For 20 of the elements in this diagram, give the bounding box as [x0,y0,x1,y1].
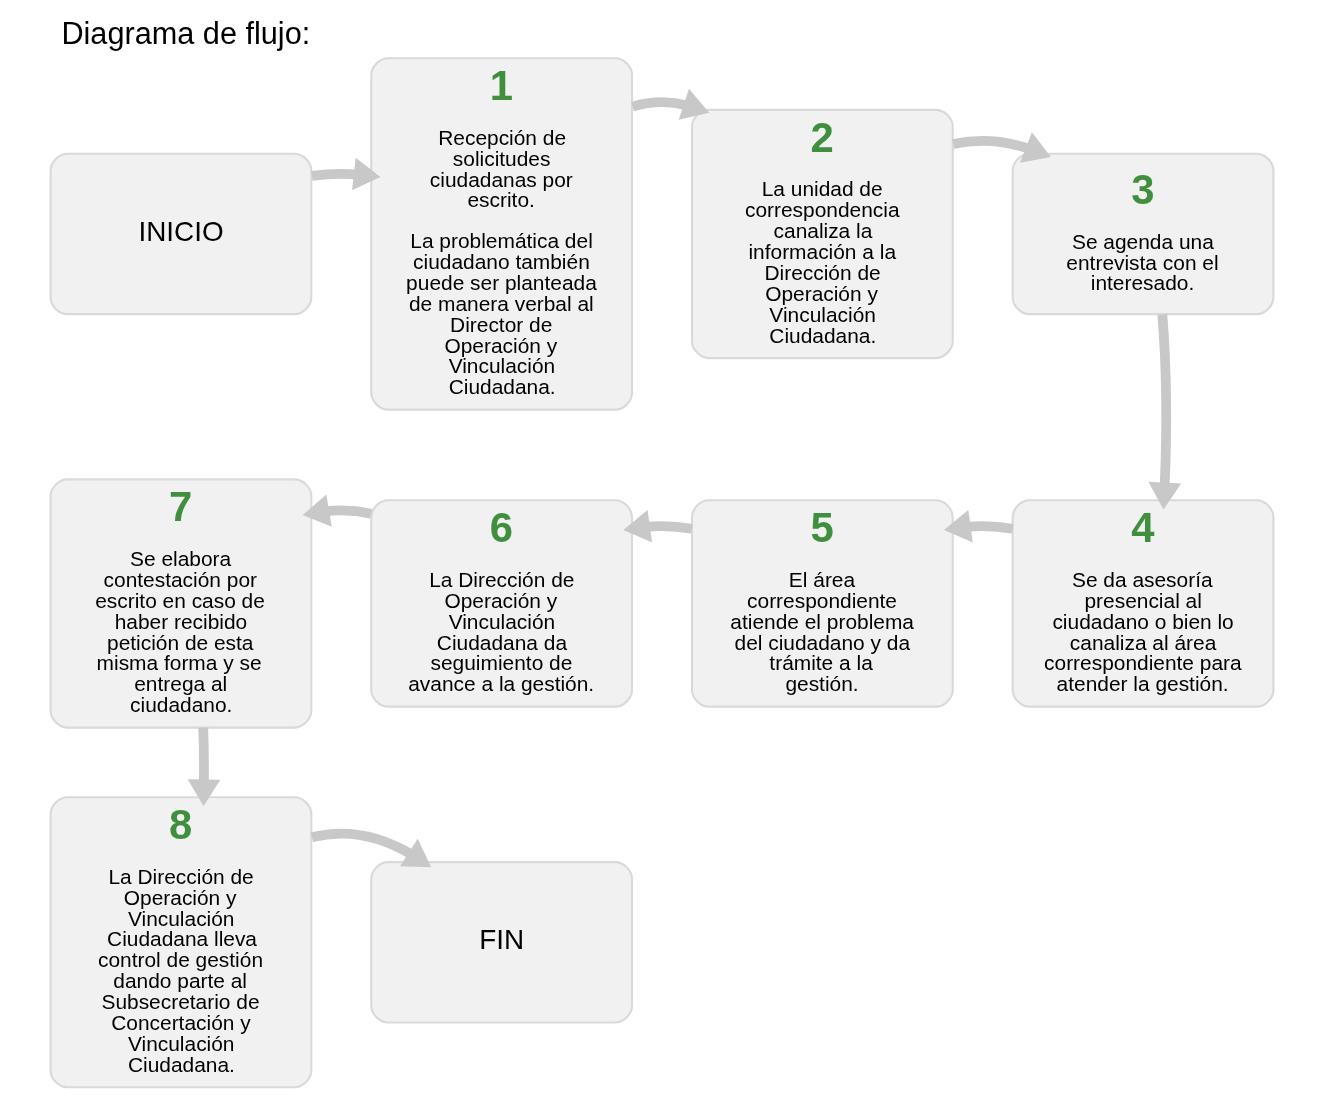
node-box: 5 El área correspondiente atiende el problema del ciudadano y da trámite a la gestión. [690,499,954,708]
node-box: 3 Se agenda una entrevista con el interesado. [1011,152,1274,316]
node-box: 1 Recepción de solicitudes ciudadanas por escrito. La problemática del ciudadano también puede ser planteada de manera verbal al Director de Operación y Vinculación Ciudadana. [369,57,633,411]
arrow [1147,314,1181,510]
node-box: 2 La unidad de correspondencia canaliza la información a la Dirección de Operación y Vinculación Ciudadana. [690,108,954,360]
diagram-title: Diagrama de flujo: [60,15,310,50]
arrow [951,132,1051,163]
arrow [310,828,431,868]
arrow [630,88,709,120]
arrow [622,510,693,543]
arrow [187,727,220,807]
arrow [310,157,380,191]
node-box: 6 La Dirección de Operación y Vinculación Ciudadana da seguimiento de avance a la gestión. [369,499,633,708]
node-box: FIN [369,861,633,1024]
node-box: 4 Se da asesoría presencial al ciudadano o bien lo canaliza al área correspondiente para atender la gestión. [1011,499,1274,708]
arrow [943,510,1013,543]
node-box: 8 La Dirección de Operación y Vinculación Ciudadana lleva control de gestión dando parte al Subsecretario de Concertación y Vinculación Ciudadana. [49,796,312,1089]
node-box: INICIO [49,152,312,316]
arrow [302,494,372,527]
node-box: 7 Se elabora contestación por escrito en caso de haber recibido petición de esta misma forma y se entrega al ciudadano. [49,478,312,729]
